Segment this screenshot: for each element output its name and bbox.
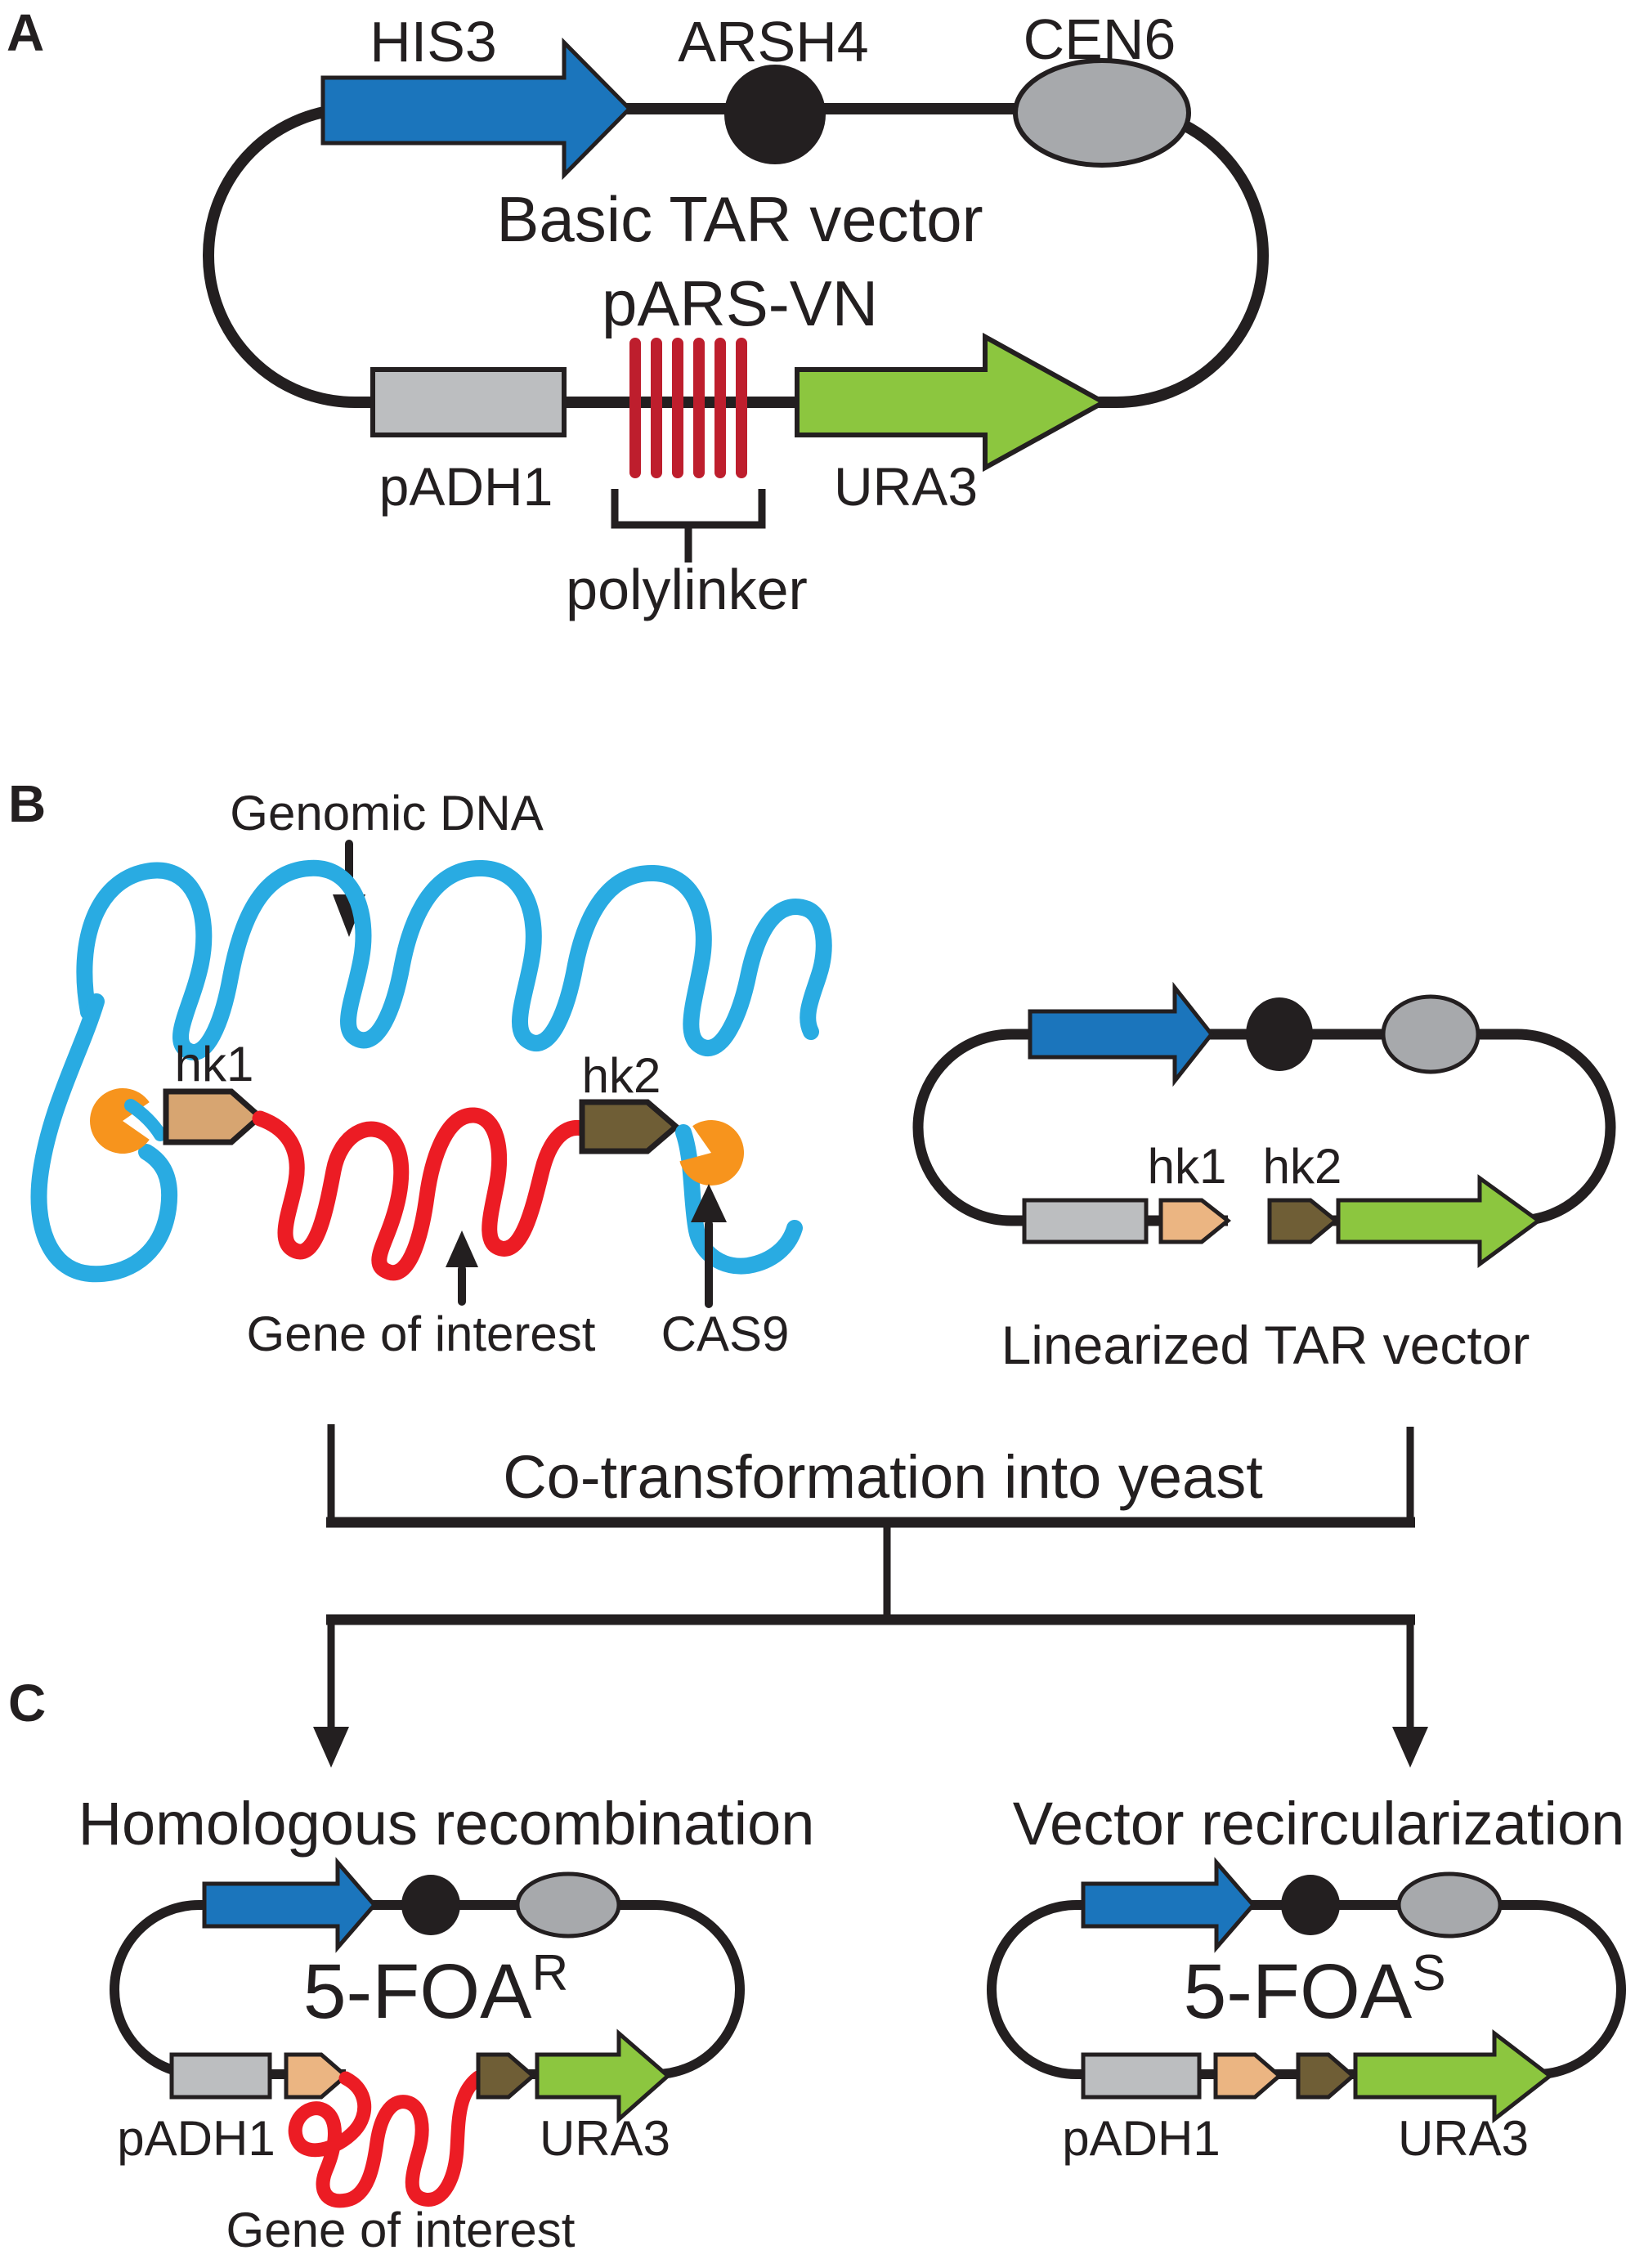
his3-gene-arrow-left-c (202, 1857, 378, 1953)
his3-gene-arrow (320, 37, 633, 181)
linearized-vector-caption: Linearized TAR vector (1001, 1315, 1530, 1375)
hk2-hook-left-c (476, 2052, 536, 2100)
arsh4-marker-small (1246, 997, 1313, 1071)
recircularized-vector: 5-FOAS pADH1 URA3 (987, 1857, 1626, 2166)
cas9-nuclease-right-icon (679, 1119, 745, 1186)
gene-of-interest-arrowhead-icon (446, 1230, 478, 1267)
gene-of-interest-strand (252, 1107, 590, 1281)
cut-dna-stub (124, 1099, 167, 1141)
panel-c: C Homologous recombination Vector recirc… (8, 1674, 1626, 2257)
linearized-hk2-label: hk2 (1263, 1139, 1342, 1194)
polylinker-bracket (611, 489, 766, 563)
flow-right-arrowhead-icon (1392, 1727, 1428, 1768)
vector-title-line1: Basic TAR vector (496, 183, 983, 255)
linearized-tar-vector: hk1 hk2 Linearized TAR vector (912, 981, 1616, 1375)
cen6-label: CEN6 (1024, 7, 1176, 71)
cen6-marker (1013, 58, 1191, 168)
panel-c-label: C (8, 1674, 46, 1732)
hk1-hook-right-c (1213, 2052, 1283, 2100)
homologous-recombination-title: Homologous recombination (78, 1790, 815, 1858)
co-transformation-label: Co-transformation into yeast (503, 1443, 1263, 1511)
hk1-label: hk1 (175, 1037, 254, 1091)
hk1-hook-arrow (163, 1088, 265, 1145)
his3-label: HIS3 (370, 10, 497, 74)
hk2-hook-arrow (579, 1099, 681, 1154)
ura3-label: URA3 (834, 456, 978, 517)
hk2-hook-right-c (1296, 2052, 1356, 2100)
genomic-dna-label: Genomic DNA (230, 786, 543, 840)
his3-gene-arrow-right-c (1081, 1857, 1256, 1953)
recombined-vector: 5-FOAR pADH1 URA3 Gene of interest (110, 1857, 745, 2257)
ura3-label-right-c: URA3 (1398, 2111, 1529, 2166)
hk2-label: hk2 (582, 1048, 661, 1103)
cen6-marker-left-c (515, 1871, 621, 1939)
cen6-marker-small (1381, 994, 1480, 1074)
five-foa-sensitive-label: 5-FOAS (1183, 1945, 1445, 2035)
panel-b: B Genomic DNA hk1 hk2 Gene of interest C… (8, 774, 1616, 1375)
cas9-label: CAS9 (661, 1307, 790, 1361)
gene-of-interest-label-left-c: Gene of interest (226, 2203, 576, 2257)
arsh4-label: ARSH4 (678, 10, 868, 74)
his3-gene-arrow-small (1028, 981, 1215, 1087)
flow-left-arrowhead-icon (313, 1727, 349, 1768)
genomic-dna-left-fragment (30, 993, 178, 1283)
padh1-promoter-box-small (1022, 1198, 1149, 1244)
ura3-label-left-c: URA3 (540, 2111, 670, 2166)
vector-recircularization-title: Vector recircularization (1013, 1790, 1625, 1858)
hk2-hook-small (1267, 1198, 1339, 1244)
gene-of-interest-label: Gene of interest (247, 1307, 596, 1361)
arsh4-marker (724, 65, 826, 164)
polylinker-bars-icon (629, 338, 747, 478)
padh1-promoter-box-left-c (169, 2052, 272, 2100)
hk1-hook-small (1158, 1198, 1232, 1244)
padh1-label-right-c: pADH1 (1062, 2111, 1220, 2166)
panel-a-label: A (7, 3, 44, 62)
co-transformation-flow: Co-transformation into yeast (313, 1424, 1428, 1768)
genomic-dna-strand (76, 859, 832, 1060)
cas9-arrowhead-icon (691, 1184, 727, 1222)
ura3-gene-arrow-right-c (1353, 2028, 1554, 2124)
padh1-label: pADH1 (379, 456, 553, 517)
arsh4-marker-right-c (1281, 1875, 1340, 1935)
vector-title-line2: pARS-VN (602, 267, 878, 339)
cen6-marker-right-c (1396, 1871, 1503, 1939)
padh1-label-left-c: pADH1 (117, 2111, 275, 2166)
panel-b-label: B (8, 774, 46, 833)
ura3-gene-arrow-small (1336, 1174, 1543, 1268)
polylinker-label: polylinker (566, 558, 808, 621)
five-foa-resistant-label: 5-FOAR (303, 1945, 569, 2035)
inserted-gene-of-interest-strand (288, 2070, 486, 2208)
panel-a: A HIS3 ARSH4 CEN6 Basic TAR vector pARS-… (7, 3, 1269, 621)
padh1-promoter-box (370, 367, 567, 437)
ura3-gene-arrow (795, 332, 1109, 473)
padh1-promoter-box-right-c (1081, 2052, 1202, 2100)
ura3-gene-arrow-left-c (535, 2028, 671, 2124)
hk1-hook-left-c (284, 2052, 349, 2100)
linearized-hk1-label: hk1 (1148, 1139, 1227, 1194)
arsh4-marker-left-c (401, 1875, 460, 1935)
